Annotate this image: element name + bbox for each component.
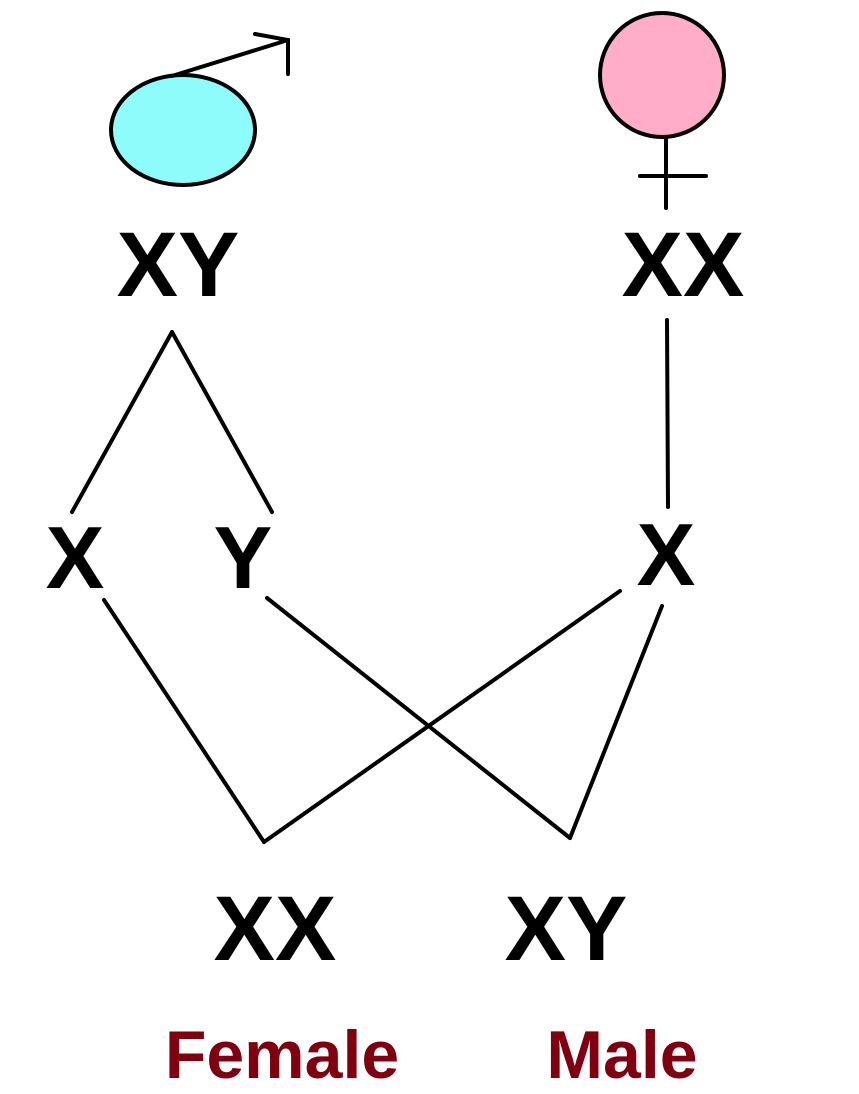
offspring-female-label: Female	[165, 1017, 399, 1093]
male-symbol-icon	[109, 32, 290, 187]
father-to-gametes-lines	[70, 330, 274, 514]
mother-genotype: XX	[622, 214, 745, 316]
gamete-father-x: X	[46, 508, 105, 607]
offspring-male-genotype: XY	[505, 878, 628, 980]
mother-to-gamete-line	[665, 318, 670, 509]
offspring-male-label: Male	[546, 1017, 697, 1093]
offspring-female-genotype: XX	[214, 878, 337, 980]
female-symbol-icon	[598, 11, 726, 210]
gamete-father-y: Y	[214, 508, 273, 607]
gametes-to-offspring-lines	[102, 589, 664, 844]
father-genotype: XY	[117, 214, 240, 316]
gamete-mother-x: X	[637, 505, 696, 604]
